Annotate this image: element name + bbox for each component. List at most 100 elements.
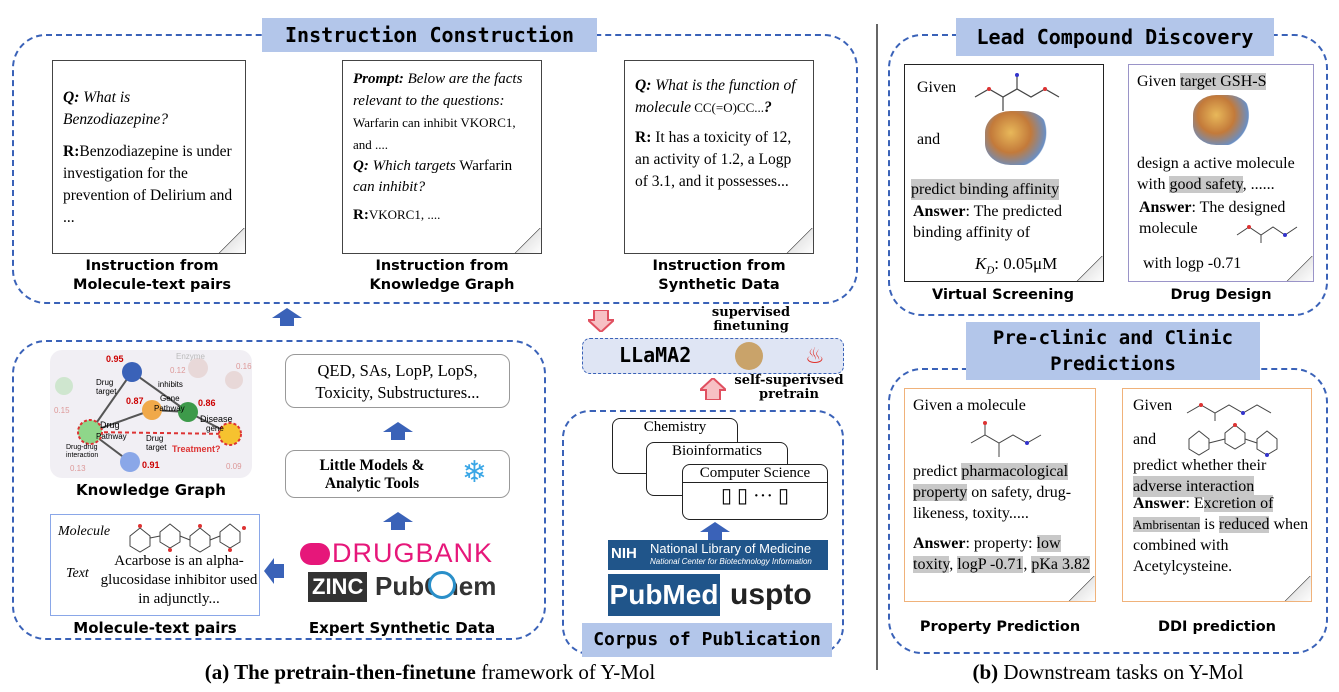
vs-label: Virtual Screening [932,287,1074,303]
expert-label: Expert Synthetic Data [308,619,496,637]
zinc-logo: ZINC [308,572,368,602]
drugbank-pill-icon [300,543,330,565]
pubmed-logo: PubMed [608,574,720,616]
panel-divider [876,24,878,670]
drugbank-logo: DRUGBANK [300,540,493,567]
kg-weight: 0.95 [106,354,124,364]
molecule-structure-icon [1186,403,1272,421]
molecule-structure-icon [1188,423,1278,457]
kg-node-label: Treatment? [172,444,221,454]
pp-label: Property Prediction [919,619,1081,635]
card-virtual-screening: Given and predict binding affinity Answe… [904,64,1104,282]
properties-box: QED, SAs, LopP, LopS, Toxicity, Substruc… [285,354,510,408]
card2-question: Q: Which targets Warfarin can inhibit? [353,158,513,195]
card-property-prediction: Given a molecule predict pharmacological… [904,388,1096,602]
card-synthetic: Q: What is the function of molecule CC(=… [624,60,814,254]
kg-weight: 0.09 [226,462,242,471]
snowflake-icon: ❄ [461,456,487,489]
molecule-structure-icon [129,523,246,553]
card-ddi: Given and predict whether their adverse … [1122,388,1312,602]
dd-answer: Answer: The designed molecule [1139,199,1286,237]
card1-response: R:Benzodiazepine is under investigation … [63,143,233,226]
dd-design: design a active molecule with good safet… [1137,155,1295,193]
arrow-up-icon [383,422,413,440]
mt-molecule-label: Molecule [58,524,111,539]
card2-label: Instruction from Knowledge Graph [369,258,515,293]
pubchem-c-icon [428,571,456,599]
data-source-frame [12,340,546,640]
caption-a: (a) The pretrain-then-finetune framework… [204,660,656,684]
mt-description: Acarbose is an alpha-glucosidase inhibit… [100,553,258,607]
llama-icon [735,342,763,370]
card2-response: R:VKORC1, .... [353,207,441,223]
card2-prompt: Prompt: Below are the facts relevant to … [353,71,523,152]
vs-answer: Answer: The predicted binding affinity o… [913,203,1062,241]
kg-label: Knowledge Graph [76,481,226,499]
dd-label: Drug Design [1170,287,1272,303]
molecule-structure-icon [974,73,1060,111]
molecule-structure-icon [1236,225,1298,243]
arrow-up-icon [700,522,730,540]
molecule-text-box [50,514,260,616]
page-fold [1284,256,1313,281]
kg-node-label: Pathway [96,432,127,441]
card3-question: Q: What is the function of molecule CC(=… [635,77,796,116]
pp-answer: Answer: property: low toxity, logP -0.71… [913,535,1091,573]
llama-box: LLaMA2 ♨ [582,338,844,374]
kg-weight: 0.13 [70,464,86,473]
page-fold [1282,576,1311,601]
fire-icon: ♨ [805,343,825,368]
arrow-up-icon [272,308,302,326]
ddi-drug: Ambrisentan is reduced when combined wit… [1133,516,1309,575]
kg-node-label: Drug target [96,378,117,396]
dd-given: Given target GSH-S [1137,73,1267,90]
arrow-left-shaft [274,564,284,578]
lead-title: Lead Compound Discovery [956,18,1274,56]
llama-label: LLaMA2 [619,343,692,367]
protein-structure-icon [985,111,1049,165]
card1-label: Instruction from Molecule-text pairs [73,258,231,293]
tools-label: Little Models & Analytic Tools [319,457,425,492]
kg-node-label: Pathway [154,404,185,413]
page-fold [1074,256,1103,281]
card-drug-design: Given target GSH-S design a active molec… [1128,64,1314,282]
document-icons: ▯ ▯ ··· ▯ [720,485,789,507]
page-fold [512,228,541,253]
kg-node-label: Gene [160,394,180,403]
clinic-title: Pre-clinic and Clinic Predictions [966,322,1260,380]
kg-weight: 0.87 [126,396,144,406]
kg-weight: 0.12 [170,366,186,375]
kg-node-label: Enzyme [176,352,205,361]
red-arrow-svg [697,376,729,401]
kg-node-label: Drug-drug interaction [66,444,99,459]
ddi-answer: Answer: Excretion of [1133,495,1274,512]
card1-question: Q: What is Benzodiazepine? [63,89,169,128]
protein-structure-icon [1193,95,1251,145]
card3-response: R: It has a toxicity of 12, an activity … [635,129,792,190]
kg-weight: 0.86 [198,398,216,408]
self-supervised-label: self-superivsed pretrain [734,373,844,402]
arrow-left-icon [264,558,274,584]
pp-predict: predict pharmacological property on safe… [913,463,1072,522]
arrow-down-icon [585,309,617,334]
knowledge-graph-svg [55,358,243,472]
page-fold [216,228,245,253]
mt-label: Molecule-text pairs [73,619,237,637]
ddi-label: DDI prediction [1157,619,1276,635]
kg-weight: 0.16 [236,362,252,371]
nih-logo: NIH National Library of Medicine Nationa… [608,540,828,570]
kg-node-label: gene [206,424,224,433]
caption-b: (b) Downstream tasks on Y-Mol [972,660,1244,684]
mt-text-label: Text [66,566,89,581]
uspto-logo: uspto [730,578,812,611]
tools-box: Little Models & Analytic Tools ❄ [285,450,510,498]
red-arrow-svg [585,309,617,334]
kg-weight: 0.15 [54,406,70,415]
supervised-label: supervised finetuning [711,305,791,334]
arrow-up-icon [697,376,729,401]
vs-kd: KD: 0.05μM [975,254,1058,277]
arrow-up-icon [383,512,413,530]
kg-node-label: Drug [100,420,120,430]
knowledge-graph-image: 0.95 0.87 0.86 0.91 0.12 0.16 0.15 0.13 … [50,350,252,478]
kg-node-label: Drug target [146,434,167,452]
